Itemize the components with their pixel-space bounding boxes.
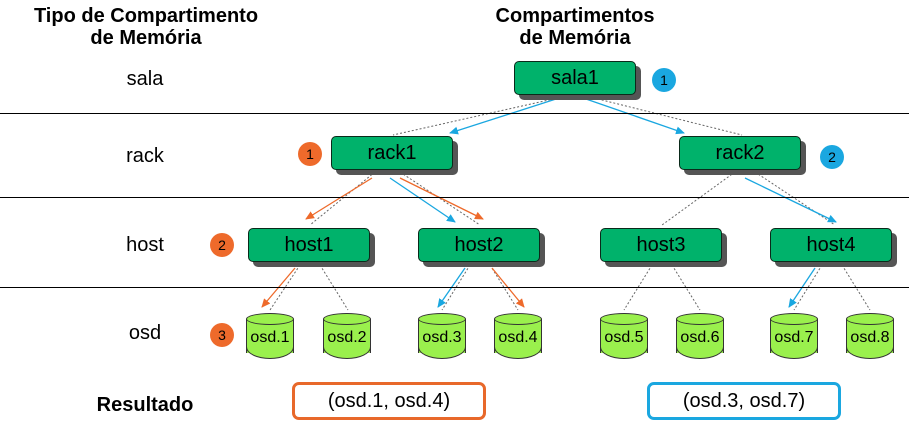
link-rack1-host1	[309, 171, 376, 226]
link-rack1-host2	[399, 171, 481, 226]
link-host2-osd4	[489, 264, 519, 311]
node-host4: host4	[770, 228, 892, 262]
result-orange: (osd.1, osd.4)	[292, 382, 486, 420]
separator-host-osd	[0, 287, 909, 288]
osd-4-label: osd.4	[498, 329, 538, 346]
badge-blue-2: 2	[820, 145, 844, 169]
orange-path-rack1-host2	[399, 177, 484, 220]
node-rack2: rack2	[679, 136, 801, 170]
osd-6-disk: osd.6	[676, 313, 724, 359]
link-sala1-rack2	[589, 96, 743, 136]
link-host3-osd6	[671, 264, 701, 311]
result-blue: (osd.3, osd.7)	[647, 382, 841, 420]
osd-7-label: osd.7	[774, 329, 814, 346]
row-label-rack: rack	[126, 145, 164, 167]
link-host4-osd7	[793, 264, 823, 311]
badge-blue-1: 1	[652, 68, 676, 92]
osd-3-label: osd.3	[422, 329, 462, 346]
osd-8-label: osd.8	[850, 329, 890, 346]
blue-path-rack1-host2	[389, 177, 456, 223]
blue-path-sala1-rack2	[585, 98, 685, 135]
osd-2-label: osd.2	[327, 329, 367, 346]
node-rack1: rack1	[331, 136, 453, 170]
node-host2: host2	[418, 228, 540, 262]
link-host1-osd2	[319, 264, 349, 311]
osd-4-disk: osd.4	[494, 313, 542, 359]
row-label-resultado: Resultado	[96, 394, 194, 416]
link-host4-osd8	[841, 264, 871, 311]
badge-orange-2: 2	[210, 233, 234, 257]
separator-sala-rack	[0, 113, 909, 114]
link-rack2-host4	[754, 171, 836, 226]
orange-path-rack1-host1	[305, 177, 373, 220]
blue-path-sala1-rack1	[449, 98, 557, 135]
osd-7-disk: osd.7	[770, 313, 818, 359]
link-host1-osd1	[269, 264, 301, 311]
row-label-host: host	[126, 234, 164, 256]
osd-5-label: osd.5	[604, 329, 644, 346]
header-tipo-compartimento: Tipo de Compartimento de Memória	[33, 5, 259, 49]
separator-rack-host	[0, 197, 909, 198]
row-label-sala: sala	[126, 68, 164, 90]
link-sala1-rack1	[392, 96, 563, 136]
link-host3-osd5	[623, 264, 653, 311]
blue-path-rack2-host4	[744, 177, 837, 223]
osd-6-label: osd.6	[680, 329, 720, 346]
osd-8-disk: osd.8	[846, 313, 894, 359]
osd-1-label: osd.1	[250, 329, 290, 346]
header-compartimentos: Compartimentos de Memória	[495, 5, 655, 49]
link-host2-osd3	[441, 264, 471, 311]
row-label-osd: osd	[128, 322, 162, 344]
osd-3-disk: osd.3	[418, 313, 466, 359]
link-rack2-host3	[661, 171, 736, 226]
node-host1: host1	[248, 228, 370, 262]
osd-1-disk: osd.1	[246, 313, 294, 359]
osd-2-disk: osd.2	[323, 313, 371, 359]
node-host3: host3	[600, 228, 722, 262]
badge-orange-1: 1	[298, 142, 322, 166]
osd-5-disk: osd.5	[600, 313, 648, 359]
badge-orange-3: 3	[210, 323, 234, 347]
node-sala1: sala1	[514, 61, 636, 95]
